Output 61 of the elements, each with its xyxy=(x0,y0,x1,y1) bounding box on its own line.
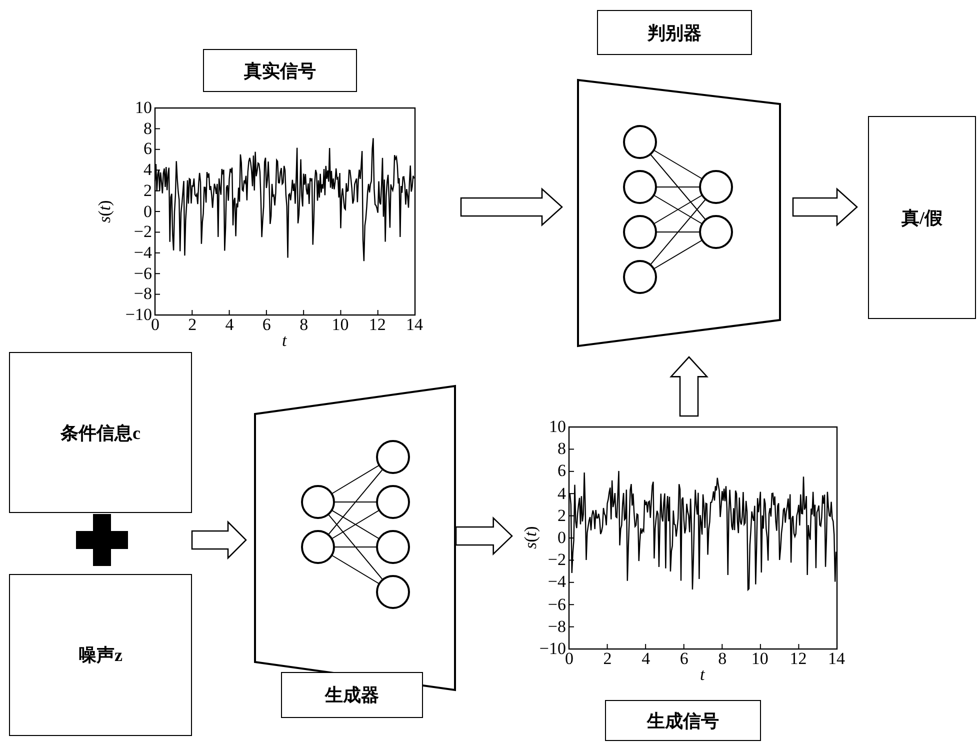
tick-label: 12 xyxy=(790,650,807,667)
block-arrow xyxy=(455,516,513,556)
tick-label: 6 xyxy=(680,650,688,667)
tick-label: −8 xyxy=(548,618,566,635)
tick-label: 0 xyxy=(144,202,152,220)
tick-label: −4 xyxy=(134,244,152,261)
tick-label: 10 xyxy=(751,650,768,667)
box-label: 生成信号 xyxy=(647,710,719,732)
tick-label: 0 xyxy=(151,316,160,333)
tick-label: 14 xyxy=(828,650,845,667)
box-label: 条件信息c xyxy=(60,422,140,444)
tick-label: 10 xyxy=(549,418,566,435)
tick-label: 8 xyxy=(300,316,308,333)
axis-label: t xyxy=(282,332,287,349)
tick-label: 4 xyxy=(225,316,234,333)
tick-label: 4 xyxy=(144,161,152,178)
tick-label: 14 xyxy=(406,316,423,333)
tick-label: 8 xyxy=(558,440,566,458)
tick-label: 6 xyxy=(144,140,152,158)
block-arrow xyxy=(670,356,708,417)
box-label: 噪声z xyxy=(78,644,122,667)
tick-label: −2 xyxy=(548,551,566,568)
text-box xyxy=(868,116,976,319)
tick-label: 0 xyxy=(565,650,574,667)
text-box xyxy=(203,49,357,92)
tick-label: 10 xyxy=(135,99,152,116)
text-box xyxy=(9,574,192,736)
box-label: 生成器 xyxy=(325,684,379,707)
tick-label: −10 xyxy=(125,306,152,323)
tick-label: −6 xyxy=(134,264,152,282)
tick-label: −6 xyxy=(548,596,566,613)
tick-label: 2 xyxy=(558,506,566,524)
tick-label: 2 xyxy=(144,182,152,199)
tick-label: 2 xyxy=(603,650,612,667)
text-box xyxy=(281,672,423,718)
tick-label: −8 xyxy=(134,285,152,302)
text-box xyxy=(597,10,752,55)
tick-label: 2 xyxy=(188,316,197,333)
box-label: 真/假 xyxy=(901,206,942,230)
axis-label: s(t) xyxy=(522,526,539,549)
block-arrow xyxy=(191,520,247,560)
tick-label: 10 xyxy=(332,316,349,333)
tick-label: −10 xyxy=(539,640,566,657)
box-label: 真实信号 xyxy=(244,60,316,82)
tick-label: 12 xyxy=(368,316,386,333)
tick-label: 4 xyxy=(642,650,650,667)
tick-label: −2 xyxy=(134,223,152,240)
tick-label: 6 xyxy=(558,462,566,480)
text-box xyxy=(9,352,192,513)
tick-label: 0 xyxy=(558,529,566,546)
axis-label: s(t) xyxy=(96,200,113,222)
block-arrow xyxy=(792,188,858,226)
tick-label: 8 xyxy=(718,650,727,667)
box-label: 判别器 xyxy=(648,22,702,44)
tick-label: 6 xyxy=(262,316,271,333)
block-arrow xyxy=(460,188,563,226)
tick-label: 4 xyxy=(558,484,566,502)
tick-label: −4 xyxy=(548,573,566,590)
tick-label: 8 xyxy=(144,120,152,137)
axis-label: t xyxy=(700,666,705,683)
text-box xyxy=(605,700,761,741)
